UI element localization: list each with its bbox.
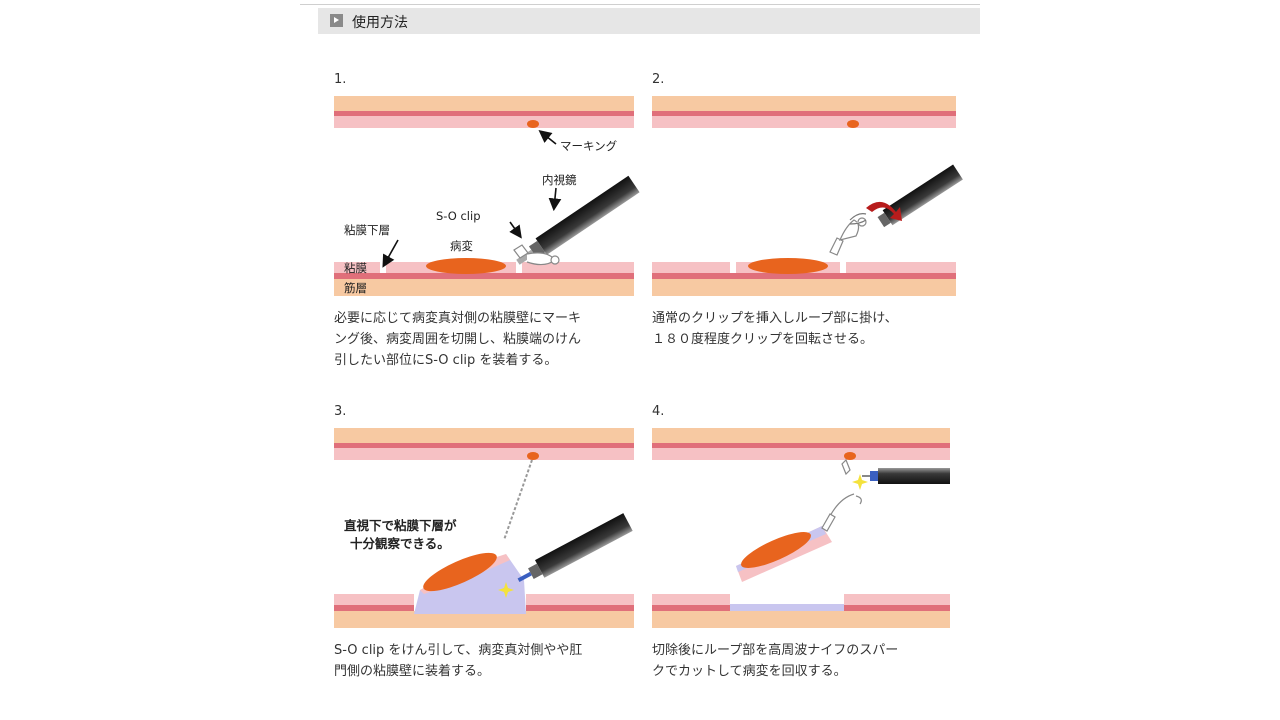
lower-wall: [334, 594, 634, 628]
step-number: 4.: [652, 404, 665, 419]
step-3-panel: 3. 直視下で粘膜下層が 十分観察できる。 S-O clip をけん引して、病変…: [334, 404, 654, 679]
step-4-diagram: [652, 428, 950, 628]
step-caption: S-O clip をけん引して、病変真対側やや肛 門側の粘膜壁に装着する。: [334, 643, 583, 679]
rotation-arrow-icon: [866, 201, 902, 221]
marking-dot: [527, 452, 539, 460]
marking-dot: [847, 120, 859, 128]
step-caption: 必要に応じて病変真対側の粘膜壁にマーキ ング後、病変周囲を切開し、粘膜端のけん …: [334, 311, 582, 368]
step-1-diagram: マーキング 内視鏡 S-O clip 粘膜下層 病変 粘膜 筋層: [334, 96, 640, 296]
step-number: 3.: [334, 404, 347, 419]
step-1-panel: 1. マーキング 内視鏡: [334, 72, 654, 368]
section-title: 使用方法: [352, 15, 408, 31]
endoscope: [517, 513, 633, 582]
spark-icon: [498, 582, 514, 598]
upper-wall: [652, 96, 956, 128]
step-3-diagram: 直視下で粘膜下層が 十分観察できる。: [334, 428, 634, 628]
muscle-label: 筋層: [344, 281, 367, 295]
step-4-panel: 4. 切除: [652, 404, 972, 679]
spark-icon: [852, 474, 868, 490]
marking-arrow: [538, 130, 557, 145]
top-divider: [300, 4, 980, 5]
step-number: 2.: [652, 72, 665, 87]
lesion: [423, 552, 497, 592]
endoscope-arrow: [548, 187, 562, 212]
endoscope-label: 内視鏡: [542, 173, 577, 187]
regular-clip: [849, 213, 867, 225]
view-note-line1: 直視下で粘膜下層が: [344, 518, 457, 533]
lesion-label: 病変: [450, 239, 473, 253]
marking-label: マーキング: [560, 139, 618, 153]
arrow-right-icon: [330, 14, 343, 27]
submucosa: [414, 554, 526, 614]
marking-dot: [844, 452, 856, 460]
clip-stump: [841, 458, 851, 476]
so-clip: [829, 217, 867, 256]
endoscope: [877, 164, 963, 228]
step-2-diagram: [652, 96, 963, 296]
lower-wall: [652, 594, 950, 628]
view-note-line2: 十分観察できる。: [350, 536, 450, 551]
submucosa-label: 粘膜下層: [344, 223, 390, 237]
step-2-panel: 2. 通常のクリップを挿入しループ部に掛け、: [652, 72, 972, 347]
cut-loop: [821, 493, 862, 532]
step-number: 1.: [334, 72, 347, 87]
soclip-arrow: [509, 221, 522, 239]
section-header: 使用方法: [318, 8, 980, 34]
upper-wall: [334, 96, 634, 128]
endoscope: [862, 468, 950, 484]
lesion: [741, 532, 811, 568]
mucosa-label: 粘膜: [344, 261, 367, 275]
submucosa-arrow: [382, 239, 399, 268]
so-clip: [513, 244, 560, 266]
upper-wall: [652, 428, 950, 460]
upper-wall: [334, 428, 634, 460]
marking-dot: [527, 120, 539, 128]
step-caption: 切除後にループ部を高周波ナイフのスパー クでカットして病変を回収する。: [652, 643, 899, 679]
lesion: [748, 258, 828, 274]
step-caption: 通常のクリップを挿入しループ部に掛け、 １８０度程度クリップを回転させる。: [652, 311, 898, 347]
soclip-label: S-O clip: [436, 209, 481, 223]
traction-thread: [503, 459, 533, 541]
lesion: [426, 258, 506, 274]
